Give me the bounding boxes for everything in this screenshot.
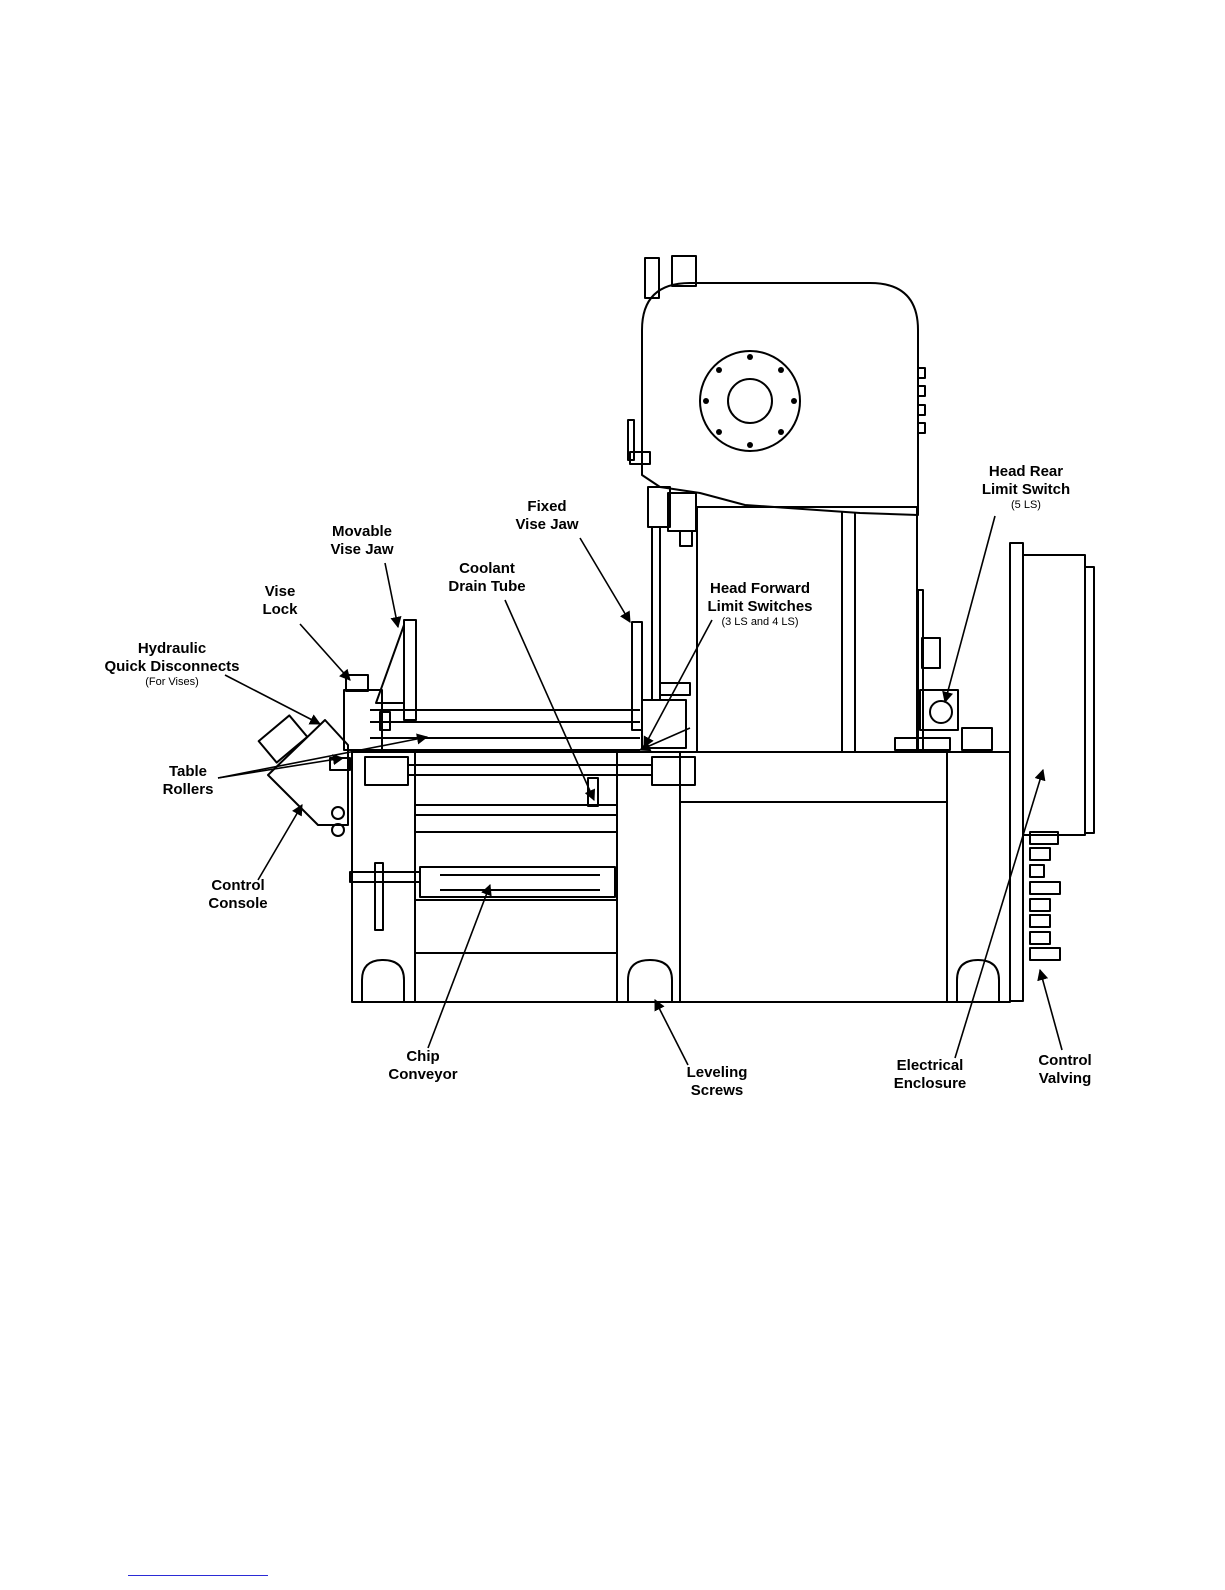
head-side-buttons — [918, 368, 925, 433]
column — [697, 507, 917, 752]
leader-control-console — [258, 805, 302, 880]
label-chip-conveyor: Chip Conveyor — [378, 1048, 468, 1084]
machine-base — [352, 752, 1010, 1002]
label-vise-lock: Vise Lock — [240, 583, 320, 619]
saw-head — [642, 283, 918, 515]
leader-chip-conveyor — [428, 885, 490, 1048]
leader-electrical-enclosure — [955, 770, 1043, 1058]
footer-link-underline — [128, 1575, 268, 1576]
leader-vise-lock — [300, 624, 350, 680]
leader-fixed-vise-jaw — [580, 538, 630, 622]
leader-coolant-drain-tube — [505, 600, 594, 800]
label-movable-vise-jaw: Movable Vise Jaw — [312, 523, 412, 559]
label-leveling-screws: Leveling Screws — [672, 1064, 762, 1100]
label-control-valving: Control Valving — [1020, 1052, 1110, 1088]
upper-posts — [645, 256, 696, 298]
leader-head-forward-limit-switches-a — [644, 620, 712, 747]
label-coolant-drain-tube: Coolant Drain Tube — [437, 560, 537, 596]
label-head-forward-limit-switches: Head Forward Limit Switches (3 LS and 4 … — [690, 580, 830, 629]
rear-switch-hardware — [895, 590, 992, 750]
control-valving-drawing — [1023, 828, 1060, 965]
label-control-console: Control Console — [198, 877, 278, 913]
label-table-rollers: Table Rollers — [148, 763, 228, 799]
leader-movable-vise-jaw — [385, 563, 398, 627]
chip-conveyor-drawing — [350, 863, 615, 930]
leader-control-valving — [1040, 970, 1062, 1050]
control-console-drawing — [259, 715, 350, 836]
label-hydraulic-quick-disconnects: Hydraulic Quick Disconnects (For Vises) — [92, 640, 252, 689]
label-fixed-vise-jaw: Fixed Vise Jaw — [507, 498, 587, 534]
label-head-rear-limit-switch: Head Rear Limit Switch (5 LS) — [966, 463, 1086, 512]
label-electrical-enclosure: Electrical Enclosure — [880, 1057, 980, 1093]
leader-leveling-screws — [655, 1000, 688, 1065]
leader-head-rear-limit-switch — [945, 516, 995, 702]
drive-wheel — [700, 351, 800, 451]
blade-guide-arm — [628, 420, 696, 700]
movable-vise-jaw-drawing — [344, 620, 416, 750]
